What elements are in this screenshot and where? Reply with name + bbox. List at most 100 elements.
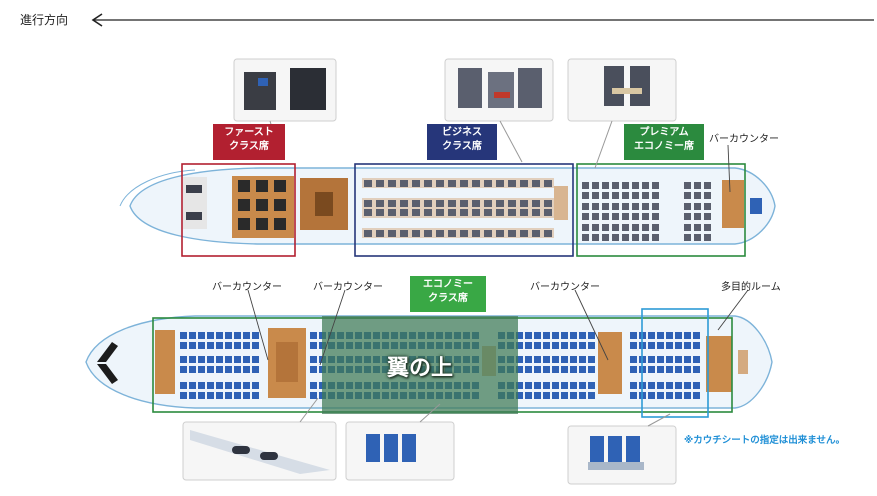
premium-seat xyxy=(704,203,711,210)
business-seat xyxy=(520,230,528,237)
premium-seat xyxy=(694,203,701,210)
premium-seat xyxy=(652,203,659,210)
economy-seat xyxy=(198,342,205,349)
economy-seat xyxy=(525,342,532,349)
premium-seat xyxy=(694,182,701,189)
business-seat xyxy=(520,200,528,207)
economy-seat xyxy=(543,392,550,399)
premium-seat xyxy=(612,213,619,220)
economy-seat xyxy=(561,342,568,349)
economy-seat xyxy=(588,356,595,363)
business-seat xyxy=(400,230,408,237)
economy-seat xyxy=(543,382,550,389)
premium-economy-tag: プレミアム エコノミー席 xyxy=(624,124,704,160)
economy-seat xyxy=(666,382,673,389)
economy-seat xyxy=(684,366,691,373)
business-seat xyxy=(472,230,480,237)
premium-seat xyxy=(592,213,599,220)
premium-seat xyxy=(642,182,649,189)
economy-seat xyxy=(579,342,586,349)
bar-counter-label-lower-mid: バーカウンター xyxy=(313,282,383,293)
economy-seat xyxy=(310,342,317,349)
couch-seat-frame xyxy=(641,308,709,418)
business-seat xyxy=(364,200,372,207)
business-class-tag-line2: クラス席 xyxy=(442,141,482,152)
business-seat xyxy=(460,200,468,207)
premium-seat xyxy=(694,234,701,241)
economy-seat xyxy=(252,382,259,389)
premium-seat xyxy=(612,203,619,210)
premium-economy-tag-line1: プレミアム xyxy=(639,127,689,138)
premium-seat xyxy=(582,192,589,199)
economy-seat xyxy=(561,356,568,363)
economy-seat xyxy=(189,356,196,363)
premium-seat xyxy=(652,213,659,220)
economy-seat xyxy=(657,356,664,363)
economy-seat xyxy=(180,382,187,389)
economy-seat xyxy=(684,342,691,349)
economy-seat xyxy=(552,356,559,363)
economy-seat xyxy=(310,332,317,339)
economy-seat xyxy=(252,356,259,363)
business-seat xyxy=(484,200,492,207)
premium-seat xyxy=(684,192,691,199)
economy-seat xyxy=(675,342,682,349)
economy-seat xyxy=(180,342,187,349)
economy-seat xyxy=(552,392,559,399)
couch-seat-photo xyxy=(567,413,677,485)
business-seat xyxy=(376,209,384,216)
business-seat xyxy=(532,230,540,237)
business-seat xyxy=(436,230,444,237)
economy-seat xyxy=(570,356,577,363)
economy-seat xyxy=(684,332,691,339)
economy-seat xyxy=(570,366,577,373)
label-pointers xyxy=(247,144,749,366)
premium-seat xyxy=(704,224,711,231)
premium-seat xyxy=(592,192,599,199)
premium-seat xyxy=(622,182,629,189)
economy-seat xyxy=(516,382,523,389)
economy-seat xyxy=(693,392,700,399)
economy-seat xyxy=(630,366,637,373)
economy-seat xyxy=(666,392,673,399)
premium-seat xyxy=(642,224,649,231)
premium-seat xyxy=(602,203,609,210)
economy-seat xyxy=(198,382,205,389)
premium-economy-seats xyxy=(582,182,711,241)
business-seat xyxy=(496,209,504,216)
first-class-tag-line2: クラス席 xyxy=(229,141,269,152)
business-seat xyxy=(460,180,468,187)
economy-seat xyxy=(588,366,595,373)
economy-seat xyxy=(675,392,682,399)
business-class-photo xyxy=(444,58,554,163)
premium-seat xyxy=(694,192,701,199)
premium-seat xyxy=(642,213,649,220)
wing-photo xyxy=(182,397,337,481)
premium-seat xyxy=(582,182,589,189)
economy-seat xyxy=(648,342,655,349)
economy-seat xyxy=(648,382,655,389)
premium-seat xyxy=(652,182,659,189)
premium-seat xyxy=(704,234,711,241)
premium-seat xyxy=(582,224,589,231)
economy-seat xyxy=(189,332,196,339)
economy-seat xyxy=(579,392,586,399)
economy-seat xyxy=(234,366,241,373)
economy-seat xyxy=(630,342,637,349)
economy-seat xyxy=(534,342,541,349)
economy-seat xyxy=(588,342,595,349)
premium-seat xyxy=(684,203,691,210)
economy-seat xyxy=(657,382,664,389)
economy-seat xyxy=(666,356,673,363)
economy-seat xyxy=(675,332,682,339)
economy-seat xyxy=(198,356,205,363)
business-class-tag-line1: ビジネス xyxy=(442,127,482,138)
economy-seat xyxy=(693,366,700,373)
first-class-frame xyxy=(181,163,296,257)
economy-seat xyxy=(534,332,541,339)
business-seat xyxy=(424,180,432,187)
economy-seat xyxy=(657,366,664,373)
premium-seat xyxy=(612,182,619,189)
business-seat xyxy=(424,209,432,216)
